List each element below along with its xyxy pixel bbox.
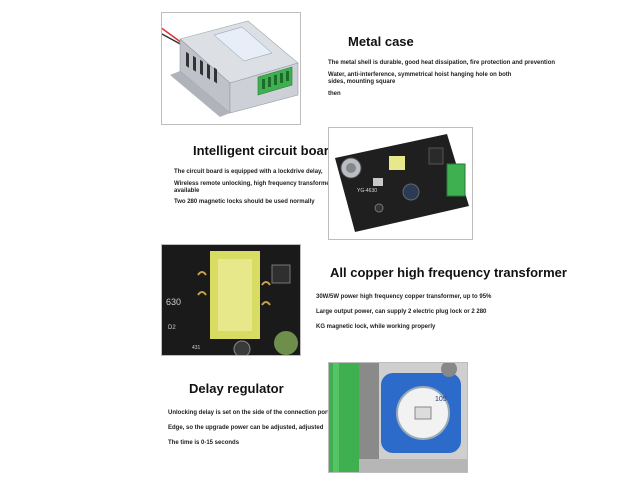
transformer-silkscreen-431: 431 <box>192 345 201 351</box>
transformer-heading: All copper high frequency transformer <box>330 265 567 280</box>
circuit-board-photo: YG-4630 <box>328 127 473 240</box>
delay-regulator-line-2: Edge, so the upgrade power can be adjust… <box>168 425 324 431</box>
delay-regulator-heading: Delay regulator <box>189 381 284 396</box>
transformer-line-1: 30W/5W power high frequency copper trans… <box>316 294 492 300</box>
metal-case-line-2: Water, anti-interference, symmetrical ho… <box>328 72 512 85</box>
delay-regulator-line-1: Unlocking delay is set on the side of th… <box>168 410 330 416</box>
regulator-silkscreen: 105 <box>435 396 447 403</box>
transformer-photo: 630 D2 431 <box>161 244 301 356</box>
transformer-silkscreen-630: 630 <box>166 297 181 307</box>
delay-regulator-line-3: The time is 0-15 seconds <box>168 440 240 446</box>
metal-case-heading: Metal case <box>348 34 414 49</box>
circuit-board-line-1: The circuit board is equipped with a loc… <box>174 169 323 175</box>
board-silkscreen: YG-4630 <box>357 188 377 194</box>
circuit-board-heading: Intelligent circuit board <box>193 143 337 158</box>
circuit-board-line-2: Wireless remote unlocking, high frequenc… <box>174 181 332 194</box>
metal-case-photo <box>161 12 301 125</box>
transformer-line-2: Large output power, can supply 2 electri… <box>316 309 487 315</box>
metal-case-line-1: The metal shell is durable, good heat di… <box>328 60 556 66</box>
transformer-silkscreen-d2: D2 <box>168 325 176 331</box>
metal-case-line-3: then <box>328 91 341 97</box>
transformer-line-3: KG magnetic lock, while working properly <box>316 324 436 330</box>
circuit-board-line-3: Two 280 magnetic locks should be used no… <box>174 199 315 205</box>
potentiometer-photo: 105 <box>328 362 468 473</box>
